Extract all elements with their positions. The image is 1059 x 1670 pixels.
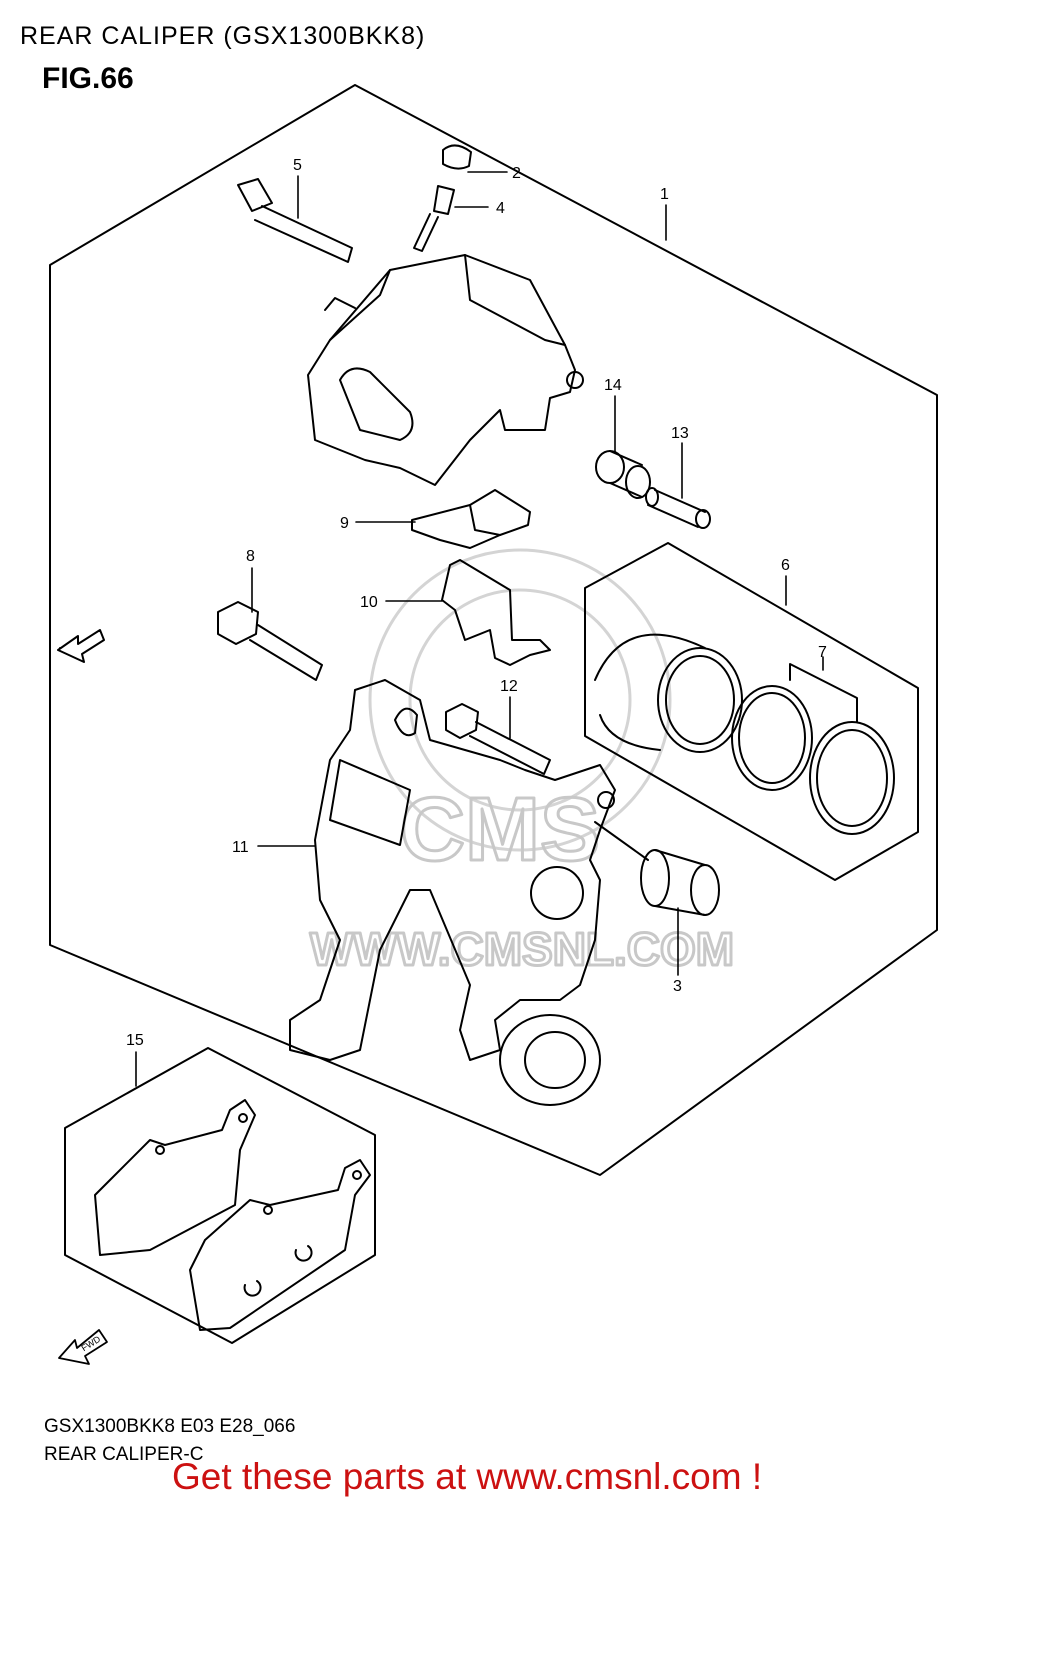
fwd-direction-icon: FWD xyxy=(58,1329,108,1365)
bracket-bolt-part xyxy=(445,703,551,775)
caliper-bracket-part xyxy=(289,679,616,1106)
forward-direction-arrow-icon xyxy=(59,647,63,651)
bleeder-cap-part xyxy=(442,144,472,170)
piston-seal-part xyxy=(731,685,895,835)
callout-11: 11 xyxy=(232,839,249,856)
callout-8: 8 xyxy=(246,548,255,565)
mounting-bolt-part xyxy=(217,601,323,681)
callout-1: 1 xyxy=(660,186,669,203)
pad-set-boundary-frame xyxy=(64,1047,376,1344)
callout-10: 10 xyxy=(360,594,378,611)
callout-5: 5 xyxy=(293,157,302,174)
bracket-boot-part xyxy=(594,821,720,916)
callout-3: 3 xyxy=(673,978,682,995)
piston-set-boundary-frame xyxy=(584,542,919,881)
exploded-parts-diagram: CMS WWW.CMSNL.COM xyxy=(49,84,938,1344)
leader-lines xyxy=(135,171,824,1087)
brake-pad-part xyxy=(94,1099,371,1331)
pin-boot-part xyxy=(595,450,651,499)
seal-group-bracket xyxy=(789,663,858,723)
watermark-logo-text: CMS xyxy=(400,780,600,880)
pin-bolt-part xyxy=(237,178,353,263)
fwd-arrow xyxy=(57,629,105,663)
piston-part xyxy=(594,633,743,753)
section-name: REAR CALIPER-C xyxy=(44,1444,204,1465)
callout-15: 15 xyxy=(126,1032,144,1049)
callout-labels: 1 2 3 4 5 6 7 8 9 10 11 12 13 14 15 xyxy=(126,157,827,1049)
callout-12: 12 xyxy=(500,678,518,695)
callout-2: 2 xyxy=(512,165,521,182)
watermark-url: WWW.CMSNL.COM xyxy=(310,923,734,975)
callout-7: 7 xyxy=(818,644,827,661)
assembly-boundary-frame xyxy=(49,84,938,1176)
promo-link-text[interactable]: Get these parts at www.cmsnl.com ! xyxy=(172,1456,763,1497)
watermark: CMS WWW.CMSNL.COM xyxy=(309,548,736,977)
pad-spring-part xyxy=(411,489,531,549)
figure-number: FIG.66 xyxy=(42,62,134,95)
callout-9: 9 xyxy=(340,515,349,532)
pin-sleeve-part xyxy=(645,487,711,529)
callout-14: 14 xyxy=(604,377,622,394)
model-code: GSX1300BKK8 E03 E28_066 xyxy=(44,1416,296,1437)
diagram-title: REAR CALIPER (GSX1300BKK8) xyxy=(20,22,426,50)
bleeder-valve-part xyxy=(413,185,455,252)
callout-6: 6 xyxy=(781,557,790,574)
pad-retainer-part xyxy=(441,559,551,666)
caliper-body-part xyxy=(307,254,584,486)
callout-13: 13 xyxy=(671,425,689,442)
callout-4: 4 xyxy=(496,200,505,217)
fwd-badge xyxy=(55,1620,115,1670)
